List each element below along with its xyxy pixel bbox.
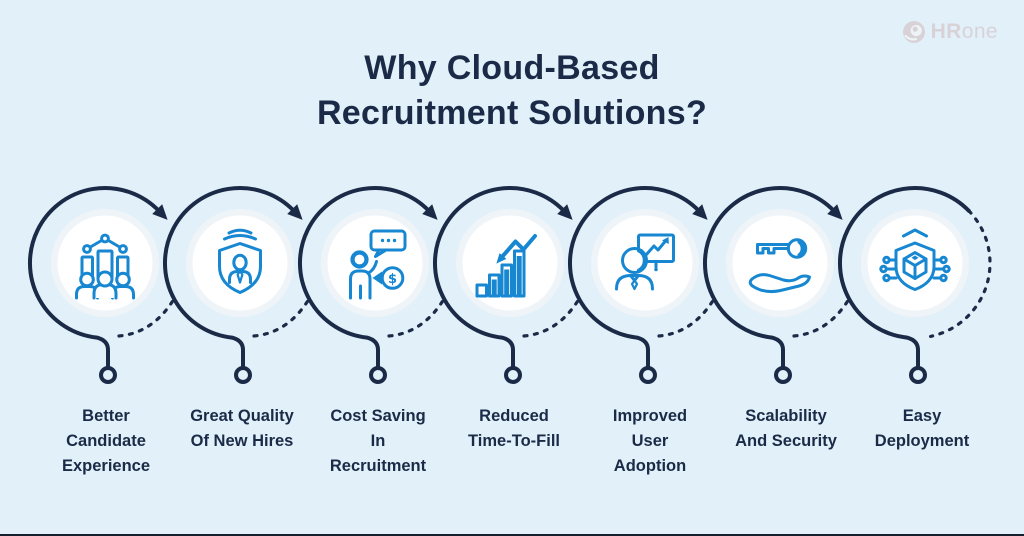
item-label-better-candidate-experience: Better Candidate Experience (61, 407, 151, 475)
label-cell: Improved User Adoption (582, 404, 718, 478)
item-circle-7 (837, 186, 992, 384)
item-circle-1 (27, 186, 176, 384)
diagram: $ (27, 186, 992, 384)
logo-swirl-icon (902, 21, 925, 43)
item-circle-2 (162, 186, 311, 384)
item-label-cost-saving-in-recruitment: Cost Saving In Recruitment (329, 407, 427, 475)
flow-arrow-icon (557, 204, 573, 220)
label-cell: Easy Deployment (854, 404, 990, 478)
item-label-easy-deployment: Easy Deployment (874, 407, 970, 450)
bottom-edge-line (0, 534, 1024, 536)
item-label-reduced-time-to-fill: Reduced Time-To-Fill (468, 407, 560, 450)
flow-arrow-icon (152, 204, 168, 220)
label-cell: Reduced Time-To-Fill (446, 404, 582, 478)
item-circle-5 (567, 186, 716, 384)
hrone-logo: HRone (902, 20, 998, 44)
flow-arrow-icon (287, 204, 303, 220)
item-label-improved-user-adoption: Improved User Adoption (612, 407, 688, 475)
flow-arrow-icon (422, 204, 438, 220)
logo-text: HRone (931, 20, 998, 44)
item-label-great-quality-of-new-hires: Great Quality Of New Hires (190, 407, 294, 450)
item-circle-6 (702, 186, 851, 384)
labels-row: Better Candidate Experience Great Qualit… (38, 404, 990, 478)
label-cell: Cost Saving In Recruitment (310, 404, 446, 478)
label-cell: Great Quality Of New Hires (174, 404, 310, 478)
logo-text-bold: HR (930, 20, 962, 43)
flow-arrow-icon (692, 204, 708, 220)
item-circle-4 (432, 186, 581, 384)
page-title: Why Cloud-Based Recruitment Solutions? (316, 49, 708, 133)
label-cell: Scalability And Security (718, 404, 854, 478)
item-label-scalability-and-security: Scalability And Security (735, 407, 837, 450)
logo-text-light: one (961, 20, 998, 43)
label-cell: Better Candidate Experience (38, 404, 174, 478)
flow-arrow-icon (827, 204, 843, 220)
item-circle-3 (297, 186, 446, 384)
